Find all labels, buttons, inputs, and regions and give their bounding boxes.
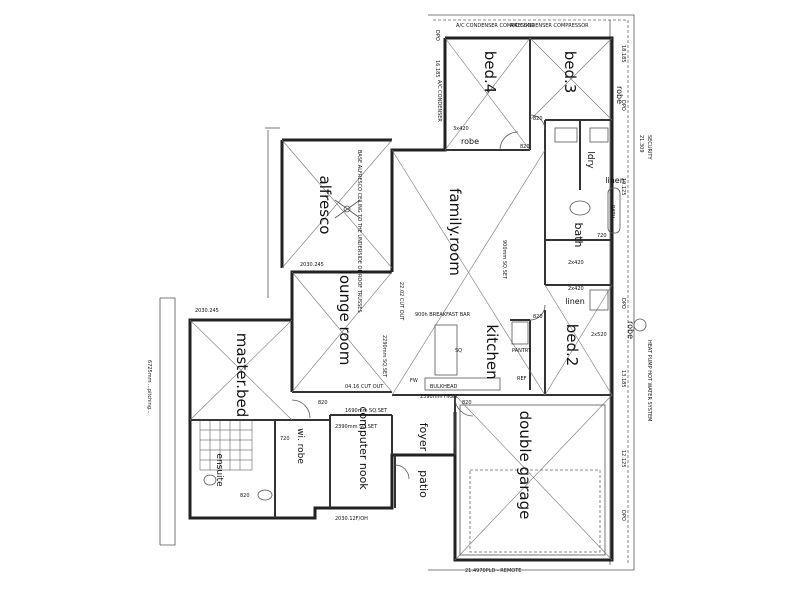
annotation-cut-out: 04.16 CUT OUT (345, 384, 384, 390)
room-label-ensuite: ensuite (214, 453, 224, 487)
annotation-ref: REF (517, 376, 527, 382)
room-label-double-garage: double garage (516, 411, 534, 520)
dim-820-e: 820 (462, 400, 472, 406)
label-sq: SQ (455, 348, 462, 354)
dim-820-a: 820 (520, 144, 530, 150)
door-swings (291, 114, 546, 480)
annotation-foyer-sqset: 1690mm SQ.SET (345, 408, 388, 414)
dim-820-f: 820 (240, 493, 250, 499)
annotation-alfresco-note: BASE ALFRESCO CEILING TO THE UNDERSIDE O… (356, 150, 362, 313)
room-label-patio: patio (417, 470, 430, 498)
dpo-3: DPO (620, 298, 626, 309)
annotation-ac-condenser-2: A/C CONDENSER COMPRESSOR (510, 23, 589, 29)
dim-16185: 16.185 (434, 60, 440, 78)
annotation-bulkhead: BULKHEAD (430, 384, 457, 390)
room-label-linen-mid: linen (565, 297, 585, 306)
boundary-lines (159, 14, 635, 571)
annotation-dimension-left: 6725mm ...pitching... (146, 360, 152, 414)
dim-720-b: 720 (280, 436, 290, 442)
dim-3x420: 3x420 (453, 126, 469, 132)
room-label-family-room: family.room (446, 188, 464, 276)
kitchen-bench (424, 321, 529, 391)
dim-19125: 19.125 (620, 178, 626, 196)
room-label-kitchen: kitchen (483, 324, 501, 379)
bath-fixtures (203, 127, 647, 501)
annotation-bulkhead-height: 2390mm HIGH (420, 394, 457, 400)
dim-820-c: 820 (533, 314, 543, 320)
room-label-robe-right-mid: robe (626, 321, 635, 339)
room-label-bath: bath (572, 222, 585, 247)
room-label-lounge-room: lounge room (336, 271, 354, 366)
dim-13185: 13.185 (620, 370, 626, 388)
label-fw: FW (410, 378, 418, 384)
room-label-ldry: ldry (585, 151, 595, 169)
annotation-level-mid: 2030.245 (300, 262, 324, 268)
annotation-heat-pump: HEAT PUMP HOT WATER SYSTEM (646, 340, 652, 421)
annotation-remote: 21.4970PLD - REMOTE (465, 568, 521, 574)
annotation-stairs: 22.02 CUT OUT (398, 282, 404, 321)
room-label-alfresco: alfresco (316, 176, 334, 235)
garage-door (469, 469, 601, 553)
room-label-foyer: foyer (417, 423, 430, 452)
room-label-bed4: bed.4 (481, 51, 499, 94)
annotation-pantry: PANTRY (512, 348, 532, 354)
dpo-1: DPO (434, 30, 440, 41)
room-label-computer-nook: computer nook (357, 406, 370, 490)
room-label-bed3: bed.3 (561, 51, 579, 94)
dpo-2: DPO (620, 100, 626, 111)
annotation-breakfast-bar: 900h BREAKFAST BAR (415, 312, 471, 318)
room-label-master-bed: master.bed (233, 333, 251, 418)
room-label-linen-top: linen (605, 176, 625, 185)
annotation-level-bottom: 2030.12F/OH (335, 516, 368, 522)
ensuite-tiles (199, 419, 253, 471)
dim-18185: 18.185 (620, 45, 626, 63)
ceiling-fan-icon (334, 199, 361, 219)
room-label-bed2: bed.2 (563, 324, 581, 367)
room-label-wi-robe: wi. robe (295, 428, 305, 464)
annotation-lounge-sqset: 2290mm SQ.SET (381, 335, 387, 378)
annotation-ac-condenser-3: A/C CONDENSER (436, 80, 442, 122)
room-label-robe-right-top: robe (615, 86, 624, 104)
dim-2x520: 2x520 (591, 332, 607, 338)
annotation-nook-sqset: 2390mm SQ.SET (335, 424, 378, 430)
room-label-robe-top: robe (461, 137, 479, 146)
dim-12125: 12.125 (620, 450, 626, 468)
dim-2x420-a: 2x420 (568, 260, 584, 266)
annotation-ac-condenser-1: A/C CONDENSER COMPRESSOR (456, 23, 535, 29)
annotation-security: SECURITY (646, 135, 652, 160)
dim-820-b: 820 (533, 116, 543, 122)
interior-walls (190, 38, 612, 518)
dpo-4: DPO (620, 510, 626, 521)
dim-720-a: 720 (597, 233, 607, 239)
annotation-family-sqset: 900mm SQ.SET (501, 240, 507, 280)
room-diagonals (189, 37, 613, 561)
annotation-level-left: 2030.245 (195, 308, 219, 314)
garage-slab (459, 404, 606, 556)
label-bath-fixture: BATH (609, 205, 615, 219)
dim-820-d: 820 (318, 400, 328, 406)
dim-21309: 21.309 (638, 135, 644, 153)
dim-2x420-b: 2x420 (568, 286, 584, 292)
